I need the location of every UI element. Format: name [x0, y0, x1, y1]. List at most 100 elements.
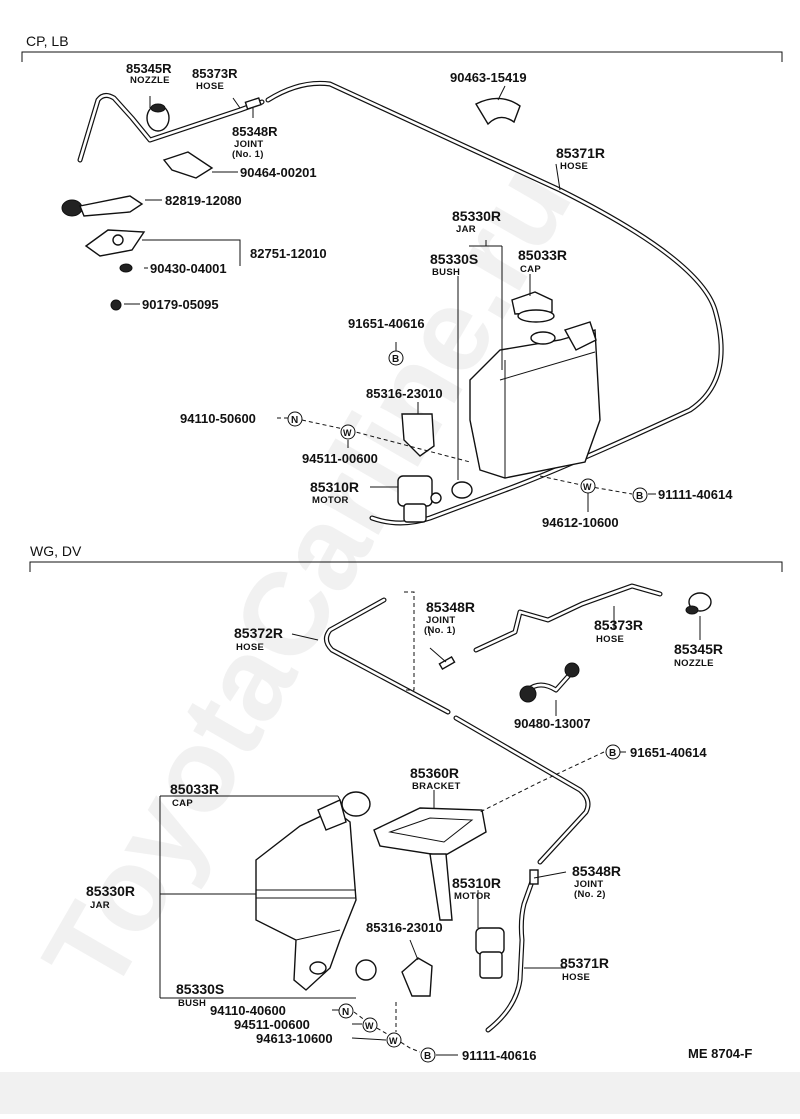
bracket-85360R	[373, 807, 487, 921]
bracket-hole	[112, 234, 124, 246]
label-90464: 90464-00201	[240, 165, 317, 180]
marker-w-text-2: W	[583, 482, 592, 492]
label-85310R-bottom: 85310R	[452, 875, 501, 891]
hinge-arm	[79, 195, 144, 217]
label-85310R-desc: MOTOR	[312, 495, 349, 506]
label-85360R: 85360R	[410, 765, 459, 781]
cap-85033R-top	[511, 291, 555, 323]
marker-b-text-2: B	[636, 491, 643, 502]
marker-w-94613	[386, 1032, 402, 1048]
label-85310R-bottom-desc: MOTOR	[454, 891, 491, 902]
label-85033R-bottom-desc: CAP	[172, 798, 193, 809]
marker-b-text-3: B	[609, 748, 616, 759]
grommet-end-a	[519, 685, 537, 703]
bracket-leg	[429, 853, 453, 921]
label-85348R-bottom-2-desc: JOINT	[574, 879, 603, 890]
label-85372R-desc: HOSE	[236, 642, 264, 653]
label-85345R: 85345R	[126, 61, 172, 76]
nozzle-tip	[150, 103, 166, 113]
nozzle-85345R-bottom	[685, 592, 712, 615]
label-91111: 91111-40614	[658, 487, 733, 502]
jar-filler	[317, 799, 347, 831]
label-85373R-desc: HOSE	[196, 81, 224, 92]
motor-nipple	[430, 492, 442, 504]
washer-90430	[119, 263, 133, 273]
jar-outlet	[309, 961, 327, 975]
label-94110-bottom: 94110-40600	[210, 1003, 286, 1018]
label-85033R-desc: CAP	[520, 264, 541, 275]
label-85345R-desc: NOZZLE	[130, 75, 170, 86]
clamp-90464	[162, 151, 214, 179]
label-94511: 94511-00600	[302, 451, 378, 466]
label-85360R-desc: BRACKET	[412, 781, 461, 792]
grommet-end-b	[564, 662, 580, 678]
label-82819: 82819-12080	[165, 193, 242, 208]
motor-85310R-top	[397, 475, 442, 523]
label-85348R-bottom-2-note: (No. 2)	[574, 889, 606, 900]
motor-85310R-bottom	[475, 927, 505, 979]
hinge-knob	[61, 199, 83, 217]
section-label-top: CP, LB	[26, 33, 69, 49]
label-85345R-bottom: 85345R	[674, 641, 723, 657]
joint-85348R-top	[244, 97, 262, 110]
label-85348R-bottom-1-note: (No. 1)	[424, 625, 456, 636]
jar-85330R-bottom	[255, 799, 357, 991]
jar-neck	[530, 331, 556, 345]
bush-85330S-top	[451, 481, 473, 499]
grommet-90480	[519, 662, 580, 703]
leaders-bottom	[159, 606, 701, 1056]
label-91111-bottom: 91111-40616	[462, 1048, 536, 1063]
label-85033R-bottom: 85033R	[170, 781, 219, 797]
marker-n-94110	[287, 411, 303, 427]
jar-tab	[563, 321, 597, 351]
motor-body	[403, 503, 427, 523]
marker-b-91111	[632, 487, 648, 503]
marker-b-91651	[388, 350, 404, 366]
motor-body-bottom	[479, 951, 503, 979]
hinge-82819	[61, 195, 144, 217]
hose-85371R-top	[265, 80, 724, 526]
hose-85371R-bottom	[485, 869, 539, 1033]
joint-85348R-no1-bottom	[438, 655, 456, 671]
marker-b-text: B	[392, 354, 399, 365]
clip-90463	[475, 97, 521, 126]
label-85330S: 85330S	[430, 251, 478, 267]
section-label-bottom: WG, DV	[30, 543, 82, 559]
label-85373R: 85373R	[192, 66, 238, 81]
label-91651-bottom: 91651-40614	[630, 745, 707, 760]
section-bracket-bottom	[29, 561, 783, 572]
marker-w-text: W	[343, 428, 352, 438]
label-85316: 85316-23010	[366, 386, 443, 401]
marker-b-91651-bottom	[605, 744, 621, 760]
label-85330S-bottom: 85330S	[176, 981, 224, 997]
label-85348R-bottom-2: 85348R	[572, 863, 621, 879]
section-bracket-top	[21, 51, 783, 62]
marker-n-text: N	[291, 415, 298, 426]
label-85033R: 85033R	[518, 247, 567, 263]
cap-rim	[517, 309, 555, 323]
screw-90179	[110, 299, 122, 311]
footer-band	[0, 1072, 800, 1114]
label-85310R: 85310R	[310, 479, 359, 495]
cap-85033R-bottom	[341, 791, 371, 817]
label-94612: 94612-10600	[542, 515, 619, 530]
label-90430: 90430-04001	[150, 261, 227, 276]
nozzle-hose-assembly-top	[77, 92, 265, 163]
labels-bottom: 85348R JOINT (No. 1) 85372R HOSE 85373R …	[86, 599, 752, 1063]
label-91651: 91651-40616	[348, 316, 425, 331]
markers-bottom: B N W W B	[338, 744, 621, 1063]
label-85330R: 85330R	[452, 208, 501, 224]
leaders-top	[124, 85, 656, 512]
marker-n-text-2: N	[342, 1007, 349, 1018]
label-85330R-bottom: 85330R	[86, 883, 135, 899]
label-85316-bottom: 85316-23010	[366, 920, 443, 935]
label-85372R: 85372R	[234, 625, 283, 641]
label-82751: 82751-12010	[250, 246, 327, 261]
dashed-bracket-joint	[404, 591, 415, 691]
label-85373R-bottom: 85373R	[594, 617, 643, 633]
label-85373R-bottom-desc: HOSE	[596, 634, 624, 645]
label-85348R-bottom-1-desc: JOINT	[426, 615, 455, 626]
marker-w-94511-bottom	[362, 1017, 378, 1033]
